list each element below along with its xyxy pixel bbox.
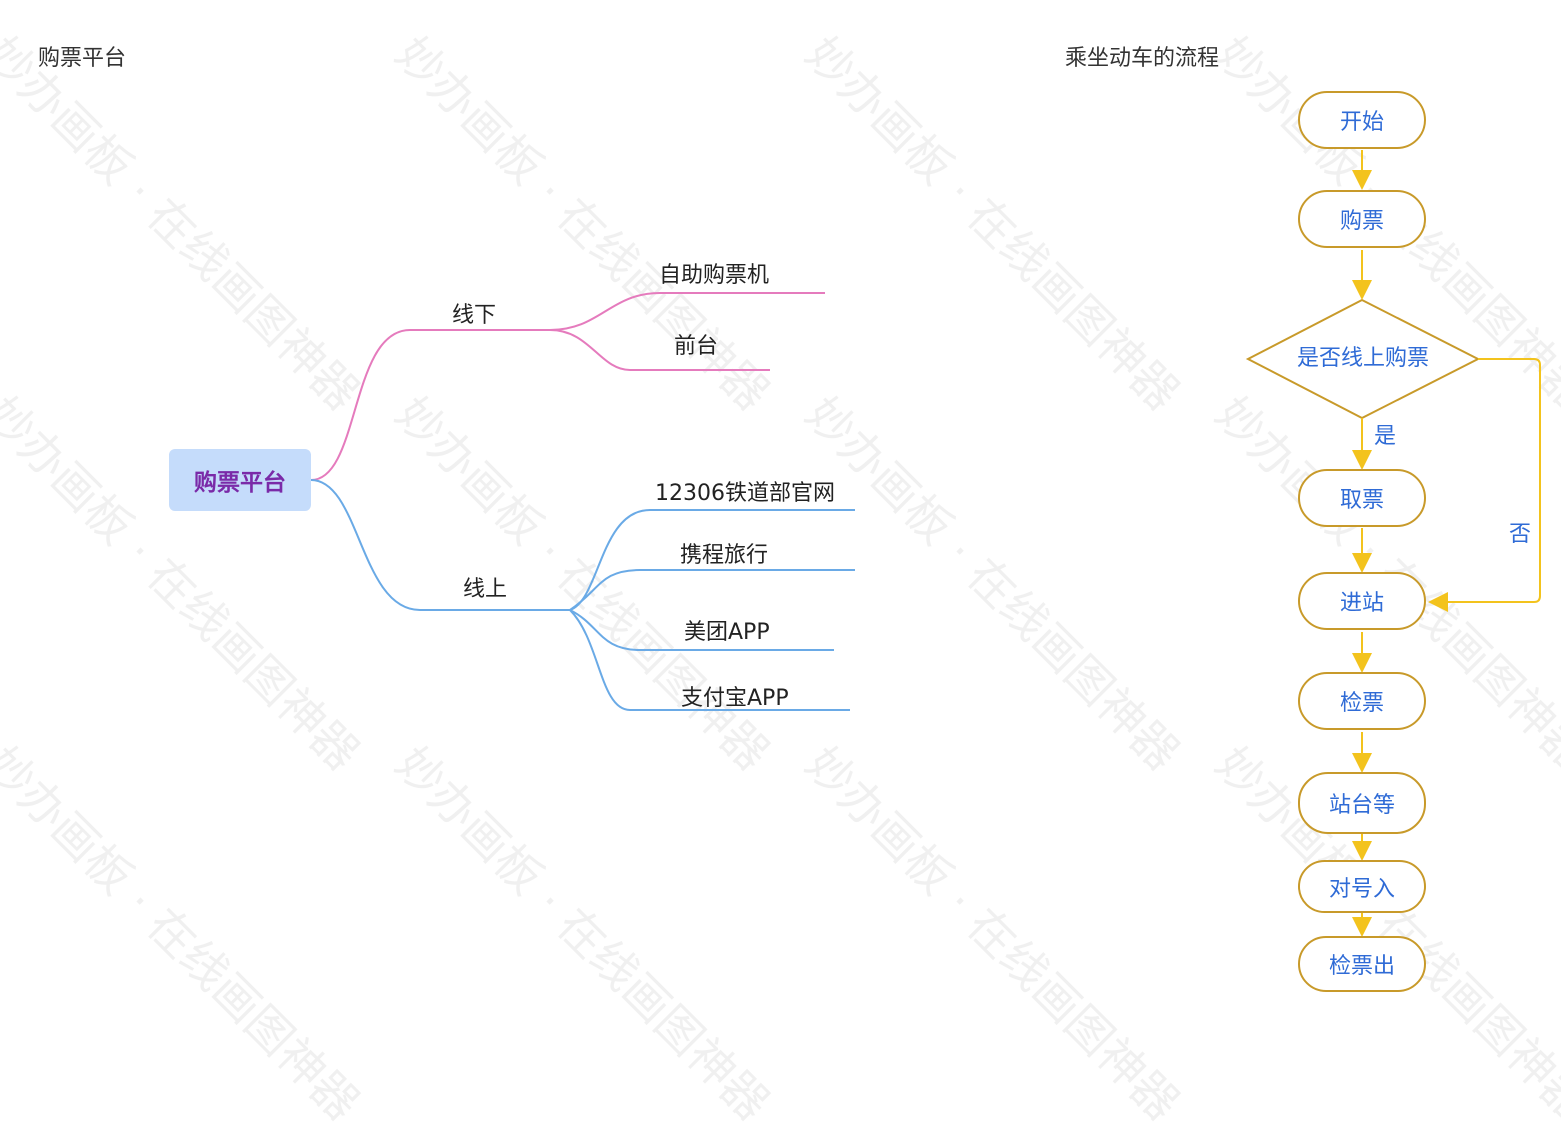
leaf-meituan[interactable]: 美团APP <box>684 620 770 645</box>
branch-offline[interactable]: 线下 <box>452 303 497 328</box>
leaf-front-desk[interactable]: 前台 <box>674 334 719 359</box>
node-enter-station[interactable]: 进站 <box>1298 572 1426 630</box>
edge-root-online <box>310 479 570 611</box>
node-start[interactable]: 开始 <box>1298 91 1426 149</box>
decision-label[interactable]: 是否线上购票 <box>1296 346 1429 371</box>
edge-label-yes: 是 <box>1374 424 1397 449</box>
flowchart-title: 乘坐动车的流程 <box>1065 46 1220 71</box>
leaf-12306[interactable]: 12306铁道部官网 <box>655 481 835 506</box>
edge-online-meituan <box>569 609 834 651</box>
node-ticket-check[interactable]: 检票 <box>1298 672 1426 730</box>
mindmap-root-node[interactable]: 购票平台 <box>169 449 311 511</box>
edge-offline-front <box>549 329 770 371</box>
node-seat[interactable]: 对号入 <box>1298 860 1426 913</box>
node-exit-check[interactable]: 检票出 <box>1298 936 1426 992</box>
leaf-ctrip[interactable]: 携程旅行 <box>680 543 769 568</box>
branch-online[interactable]: 线上 <box>463 577 508 602</box>
edge-online-ctrip <box>569 569 855 611</box>
connectors <box>310 150 1541 937</box>
node-buy-ticket[interactable]: 购票 <box>1298 190 1426 248</box>
node-platform-wait[interactable]: 站台等 <box>1298 772 1426 834</box>
leaf-self-service-machine[interactable]: 自助购票机 <box>659 263 770 288</box>
edge-root-offline <box>310 329 550 481</box>
edge-offline-kiosk <box>549 292 825 331</box>
leaf-alipay[interactable]: 支付宝APP <box>681 686 789 711</box>
edge-online-alipay <box>569 609 850 711</box>
mindmap-title: 购票平台 <box>38 46 127 71</box>
node-take-ticket[interactable]: 取票 <box>1298 469 1426 527</box>
edge-label-no: 否 <box>1509 522 1532 547</box>
